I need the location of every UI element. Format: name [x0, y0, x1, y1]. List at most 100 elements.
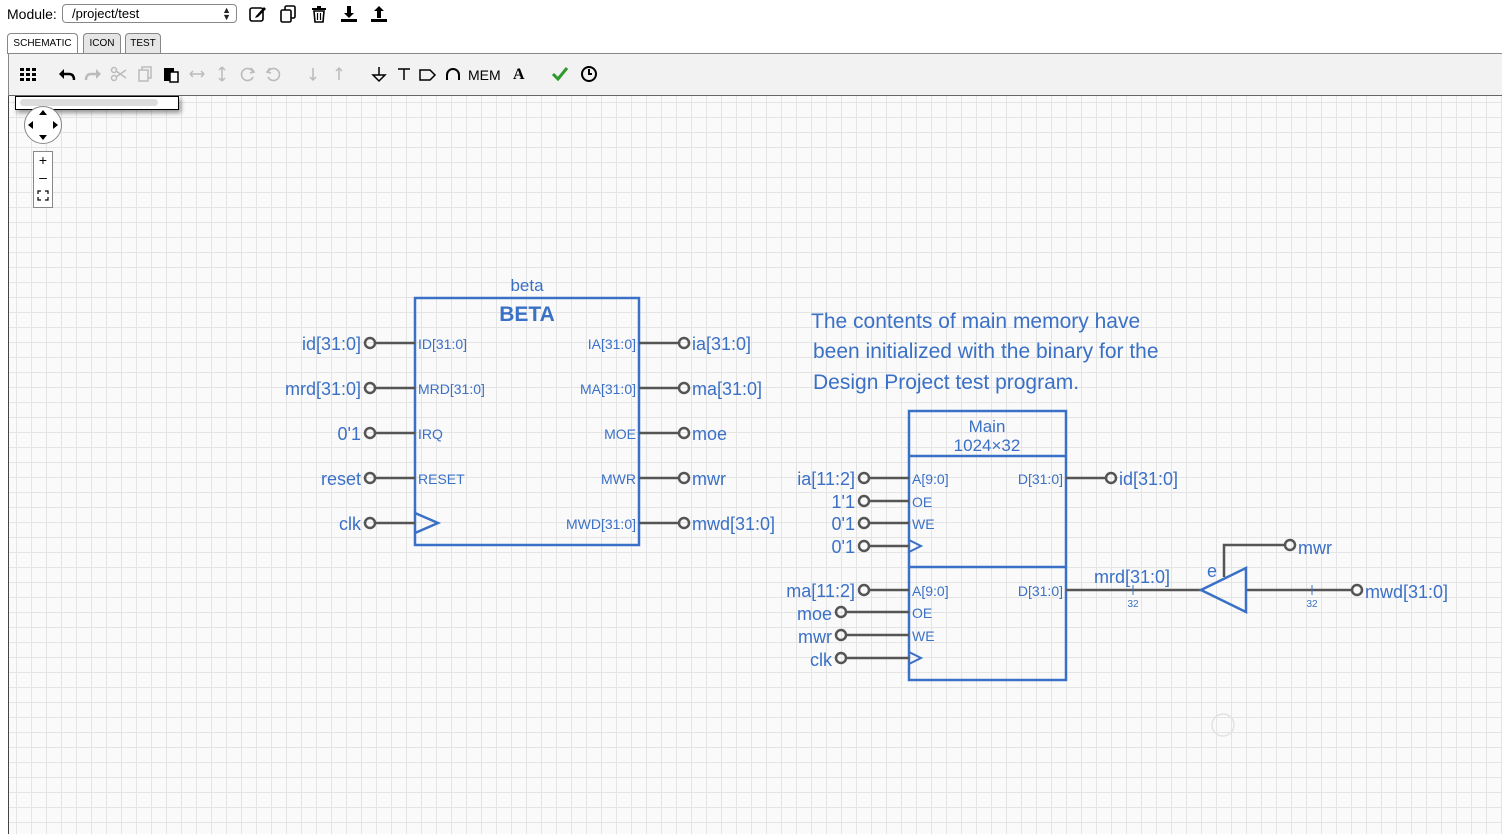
- schematic-canvas[interactable]: + – beta BETA: [8, 96, 1502, 834]
- mem-port1-pin-d: D[31:0]: [1018, 471, 1063, 487]
- upload-icon[interactable]: [369, 4, 389, 24]
- copy-selection-icon[interactable]: [135, 64, 155, 84]
- mem-port2-pin-oe: OE: [912, 605, 932, 621]
- zoom-out-button[interactable]: –: [39, 169, 47, 185]
- net-label-mwd: mwd[31:0]: [692, 514, 775, 534]
- zoom-controls: + –: [33, 151, 53, 208]
- note-line-2: been initialized with the binary for the: [813, 340, 1159, 363]
- download-icon[interactable]: [339, 4, 359, 24]
- tab-icon-label: ICON: [89, 38, 115, 49]
- module-select-value: /project/test: [72, 6, 140, 21]
- net-label-id-out: id[31:0]: [1119, 469, 1178, 489]
- memory-size: 1024×32: [954, 436, 1021, 455]
- port-icon[interactable]: [418, 64, 438, 84]
- tristate-symbol: [1198, 565, 1248, 615]
- beta-clock-symbol: [414, 511, 442, 535]
- tab-test[interactable]: TEST: [125, 33, 161, 53]
- beta-pin-mrd: MRD[31:0]: [418, 381, 485, 397]
- tristate-enable-label: e: [1207, 561, 1217, 581]
- note-line-1: The contents of main memory have: [811, 310, 1140, 333]
- mem-port2-pin-we: WE: [912, 628, 935, 644]
- tab-icon[interactable]: ICON: [83, 33, 121, 53]
- mem-port1-clock: [908, 539, 924, 553]
- top-bar: Module: /project/test ▲▼: [0, 0, 1502, 30]
- net-label-we-const: 0'1: [832, 514, 855, 534]
- tristate-buffer[interactable]: e mwr mrd[31:0] mwd[31:0] 32 32: [1066, 538, 1448, 615]
- net-label-clk-in: clk: [810, 650, 833, 670]
- trash-icon[interactable]: [309, 4, 329, 24]
- net-label-ma-addr: ma[11:2]: [786, 581, 855, 601]
- beta-pin-mwd: MWD[31:0]: [566, 516, 636, 532]
- beta-body: [413, 296, 641, 547]
- module-label: Module:: [7, 6, 57, 22]
- net-label-irq-const: 0'1: [338, 424, 361, 444]
- note-line-3: Design Project test program.: [813, 371, 1079, 394]
- select-arrows-icon: ▲▼: [222, 5, 231, 22]
- net-label-mwr-enable: mwr: [1298, 538, 1332, 558]
- schematic-drawing: beta BETA ID[31:0] MRD[31:0] IRQ: [285, 276, 1448, 737]
- beta-title: BETA: [499, 303, 555, 326]
- beta-module[interactable]: beta BETA ID[31:0] MRD[31:0] IRQ: [285, 276, 775, 547]
- net-label-oe-const: 1'1: [832, 492, 855, 512]
- wire-width-left: 32: [1127, 599, 1139, 610]
- net-label-moe: moe: [692, 424, 727, 444]
- grid-menu-icon[interactable]: [18, 64, 38, 84]
- module-select[interactable]: /project/test ▲▼: [62, 4, 237, 23]
- vdd-icon[interactable]: [394, 64, 414, 84]
- minimap[interactable]: [15, 96, 179, 110]
- beta-pin-ma: MA[31:0]: [580, 381, 636, 397]
- net-label-mwd-in: mwd[31:0]: [1365, 582, 1448, 602]
- text-tool[interactable]: A: [513, 66, 525, 83]
- beta-pin-mwr: MWR: [601, 471, 636, 487]
- cursor-indicator: [1211, 713, 1235, 737]
- rotate-ccw-icon[interactable]: [263, 64, 283, 84]
- wire-width-right: 32: [1306, 599, 1318, 610]
- tab-test-label: TEST: [130, 38, 156, 49]
- schematic-toolbar: MEM A: [8, 54, 1502, 96]
- net-label-moe-in: moe: [797, 604, 832, 624]
- net-label-mwr: mwr: [692, 469, 726, 489]
- beta-pin-id: ID[31:0]: [418, 336, 467, 352]
- net-label-ia-addr: ia[11:2]: [797, 469, 855, 489]
- move-down-icon[interactable]: [303, 64, 323, 84]
- pan-control-icon[interactable]: [24, 106, 62, 144]
- main-memory[interactable]: Main 1024×32 A[9:0] OE WE D[31:0]: [786, 409, 1178, 682]
- net-label-mrd: mrd[31:0]: [285, 379, 361, 399]
- mem-port1-pin-oe: OE: [912, 494, 932, 510]
- edit-icon[interactable]: [248, 4, 268, 24]
- paste-icon[interactable]: [161, 64, 181, 84]
- mem-tool[interactable]: MEM: [468, 67, 501, 83]
- beta-pin-irq: IRQ: [418, 426, 443, 442]
- minimap-scrollbar[interactable]: [20, 99, 158, 106]
- net-label-reset: reset: [321, 469, 361, 489]
- beta-instance-name: beta: [510, 276, 544, 295]
- mem-port2-pin-d: D[31:0]: [1018, 583, 1063, 599]
- ground-icon[interactable]: [369, 64, 389, 84]
- jumper-icon[interactable]: [443, 64, 463, 84]
- undo-icon[interactable]: [57, 64, 77, 84]
- check-icon[interactable]: [550, 64, 570, 84]
- cut-icon[interactable]: [109, 64, 129, 84]
- tab-schematic-label: SCHEMATIC: [13, 38, 72, 49]
- copy-icon[interactable]: [278, 4, 298, 24]
- beta-pin-ia: IA[31:0]: [588, 336, 636, 352]
- redo-icon[interactable]: [83, 64, 103, 84]
- zoom-in-button[interactable]: +: [38, 152, 48, 168]
- mem-port2-clock: [908, 651, 924, 665]
- zoom-fit-icon[interactable]: [34, 187, 52, 204]
- net-label-ma: ma[31:0]: [692, 379, 762, 399]
- mem-port1-pin-we: WE: [912, 516, 935, 532]
- net-label-mrd-out: mrd[31:0]: [1094, 567, 1170, 587]
- move-up-icon[interactable]: [329, 64, 349, 84]
- net-label-id: id[31:0]: [302, 334, 361, 354]
- beta-pin-moe: MOE: [604, 426, 636, 442]
- tab-schematic[interactable]: SCHEMATIC: [7, 33, 78, 54]
- rotate-cw-icon[interactable]: [238, 64, 258, 84]
- mem-port1-pin-a: A[9:0]: [912, 471, 949, 487]
- clock-icon[interactable]: [579, 64, 599, 84]
- flip-horizontal-icon[interactable]: [187, 64, 207, 84]
- flip-vertical-icon[interactable]: [212, 64, 232, 84]
- beta-pin-reset: RESET: [418, 471, 465, 487]
- memory-note[interactable]: The contents of main memory have been in…: [811, 310, 1159, 394]
- net-label-clk: clk: [339, 514, 362, 534]
